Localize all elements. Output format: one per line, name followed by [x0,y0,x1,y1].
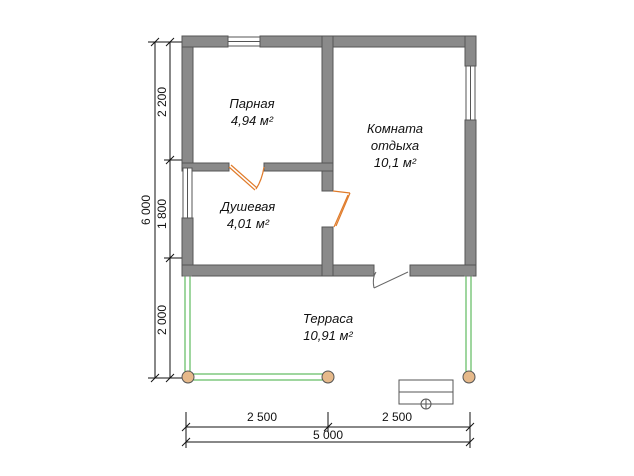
wall-bottom-right [409,264,477,277]
left-dimensions [148,37,182,383]
room-name-sauna: Парная [229,96,274,111]
wall-right-upper [464,35,477,67]
bottom-dimensions [181,412,475,448]
wall-center-upper [321,35,334,192]
windows [182,36,476,219]
entry-steps [398,379,454,410]
wall-top-right [259,35,477,48]
post-left [181,370,195,384]
post-middle [321,370,335,384]
walls [181,35,477,277]
post-right [462,370,476,384]
room-name-terrace: Терраса [303,311,353,326]
dim-left-top: 2 200 [155,87,169,117]
dim-bottom-left: 2 500 [247,410,277,424]
terrace-posts [181,370,476,384]
wall-partition-right [263,162,334,172]
dim-bottom-right: 2 500 [382,410,412,424]
dim-left-bottom: 2 000 [155,305,169,335]
room-area-sauna: 4,94 м² [231,113,274,128]
doors [228,164,351,228]
wall-bottom-mid [329,264,375,277]
terrace-railings [184,276,472,381]
wall-left-upper [181,35,194,169]
wall-right-lower [464,119,477,277]
wall-bottom-left [181,264,337,277]
room-area-shower: 4,01 м² [227,216,270,231]
dim-bottom-total: 5 000 [313,428,343,442]
room-area-rest: 10,1 м² [374,155,417,170]
room-name-shower: Душевая [219,199,276,214]
room-name-rest-line2: отдыха [371,138,419,153]
dim-left-total: 6 000 [139,195,153,225]
wall-center-lower [321,226,334,277]
entry-door [372,271,409,289]
room-name-rest-line1: Комната [367,121,423,136]
wall-top-left [181,35,229,48]
room-area-terrace: 10,91 м² [303,328,353,343]
dim-left-mid: 1 800 [155,199,169,229]
